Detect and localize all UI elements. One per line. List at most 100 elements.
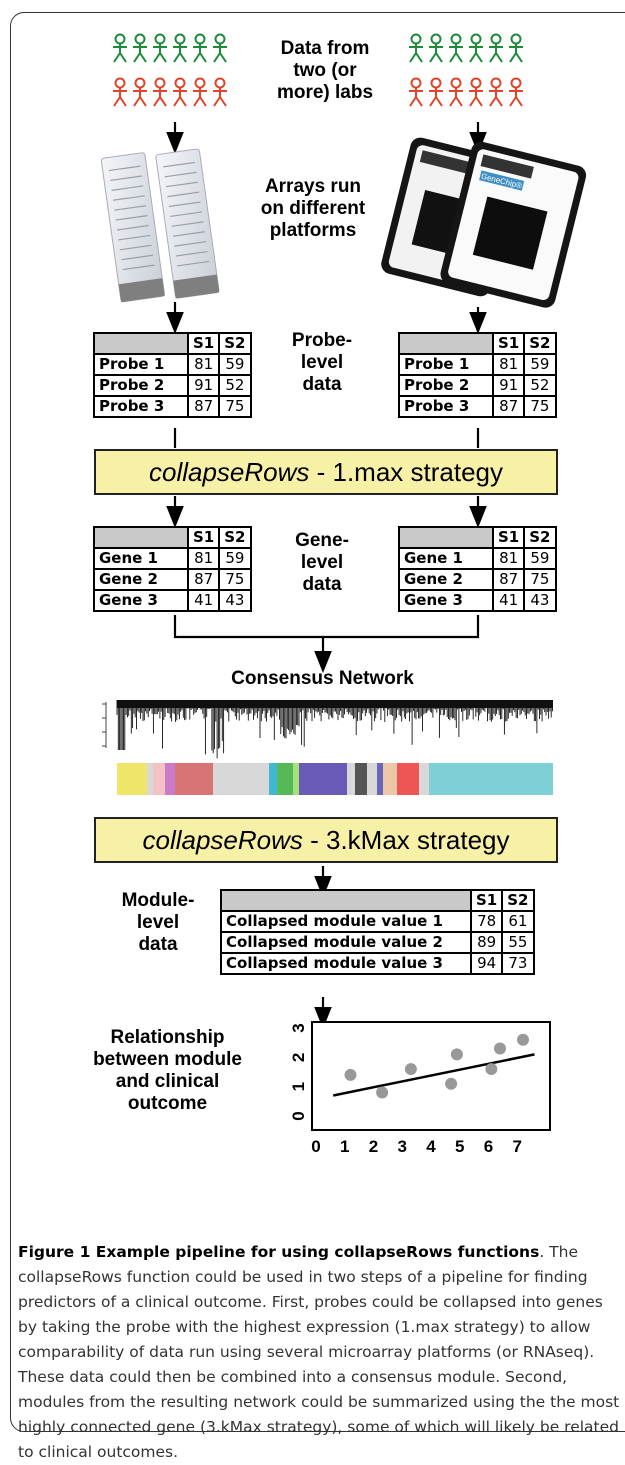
table-corner [398, 332, 494, 355]
x-tick-label: 6 [484, 1137, 493, 1156]
table-corner [93, 332, 189, 355]
genechip-cartridges-icon: GeneChip® [381, 137, 587, 308]
person-icon [509, 33, 523, 63]
label-data-from-labs: Data from two (or more) labs [255, 38, 395, 104]
label-line: between module [93, 1049, 242, 1070]
person-icon [153, 77, 167, 107]
person-icon [449, 77, 463, 107]
banner-strategy: - 3.kMax strategy [302, 825, 510, 855]
label-line: outcome [127, 1093, 208, 1114]
dendrogram [102, 700, 553, 759]
person-icon [173, 33, 187, 63]
module-color-block [153, 763, 165, 795]
module-color-block [175, 763, 213, 795]
module-color-block [269, 763, 277, 795]
banner-function: collapseRows [142, 825, 303, 855]
module-color-block [299, 763, 347, 795]
table-corner [398, 526, 494, 549]
label-line: Data from [280, 38, 370, 59]
module-color-block [293, 763, 299, 795]
col-header: S2 [218, 526, 252, 549]
module-color-block [213, 763, 269, 795]
label-line: data [138, 934, 178, 955]
person-icon [113, 77, 127, 107]
person-icon [193, 77, 207, 107]
label-gene-level: Gene- level data [282, 530, 362, 596]
person-icon [173, 77, 187, 107]
caption-title: Figure 1 Example pipeline for using coll… [18, 1243, 540, 1261]
col-header: S1 [491, 526, 526, 549]
collapse-banner-max: collapseRows - 1.max strategy [94, 449, 558, 495]
x-tick-label: 2 [369, 1137, 378, 1156]
slide-arrays-icon [100, 148, 220, 303]
data-point [344, 1068, 357, 1081]
caption-body: . The collapseRows function could be use… [18, 1243, 620, 1461]
label-line: and clinical [115, 1071, 220, 1092]
data-point [494, 1042, 506, 1055]
x-tick-label: 3 [398, 1137, 407, 1156]
collapse-banner-kmax: collapseRows - 3.kMax strategy [94, 817, 558, 863]
data-point [445, 1077, 458, 1090]
col-header: S1 [491, 332, 526, 355]
person-icon [213, 33, 227, 63]
person-icon [193, 33, 207, 63]
table-corner [93, 526, 189, 549]
y-tick-label: 0 [289, 1111, 308, 1120]
module-color-block [367, 763, 377, 795]
col-header: S1 [186, 332, 221, 355]
person-icon [133, 77, 147, 107]
figure-frame [10, 12, 625, 1432]
label-line: Module- [121, 890, 195, 911]
label-line: on different [260, 198, 366, 219]
module-color-block [165, 763, 175, 795]
trend-line [333, 1053, 535, 1097]
col-header: S2 [523, 332, 557, 355]
person-icon [213, 77, 227, 107]
person-icon [153, 33, 167, 63]
person-icon [469, 77, 483, 107]
x-tick-label: 5 [455, 1137, 464, 1156]
person-icon [429, 77, 443, 107]
data-point [404, 1063, 417, 1076]
col-header: S1 [186, 526, 221, 549]
module-color-block [377, 763, 383, 795]
label-arrays-platforms: Arrays run on different platforms [238, 176, 388, 242]
label-relationship: Relationship between module and clinical… [85, 1027, 250, 1115]
data-point [517, 1033, 529, 1046]
label-line: Arrays run [264, 176, 362, 197]
module-color-block [429, 763, 553, 795]
x-tick-label: 1 [340, 1137, 349, 1156]
module-color-block [397, 763, 419, 795]
label-consensus-network: Consensus Network [231, 668, 414, 689]
label-line: level [300, 352, 344, 373]
person-icon [449, 33, 463, 63]
y-tick-label: 1 [289, 1082, 308, 1091]
person-icon [409, 33, 423, 63]
banner-strategy: - 1.max strategy [309, 457, 504, 487]
label-module-level: Module- level data [108, 890, 208, 956]
data-point [376, 1086, 389, 1099]
y-tick-label: 3 [289, 1023, 308, 1032]
label-line: more) labs [276, 82, 374, 103]
col-header: S2 [523, 526, 557, 549]
merge-line [173, 615, 480, 639]
col-header: S1 [469, 889, 504, 912]
